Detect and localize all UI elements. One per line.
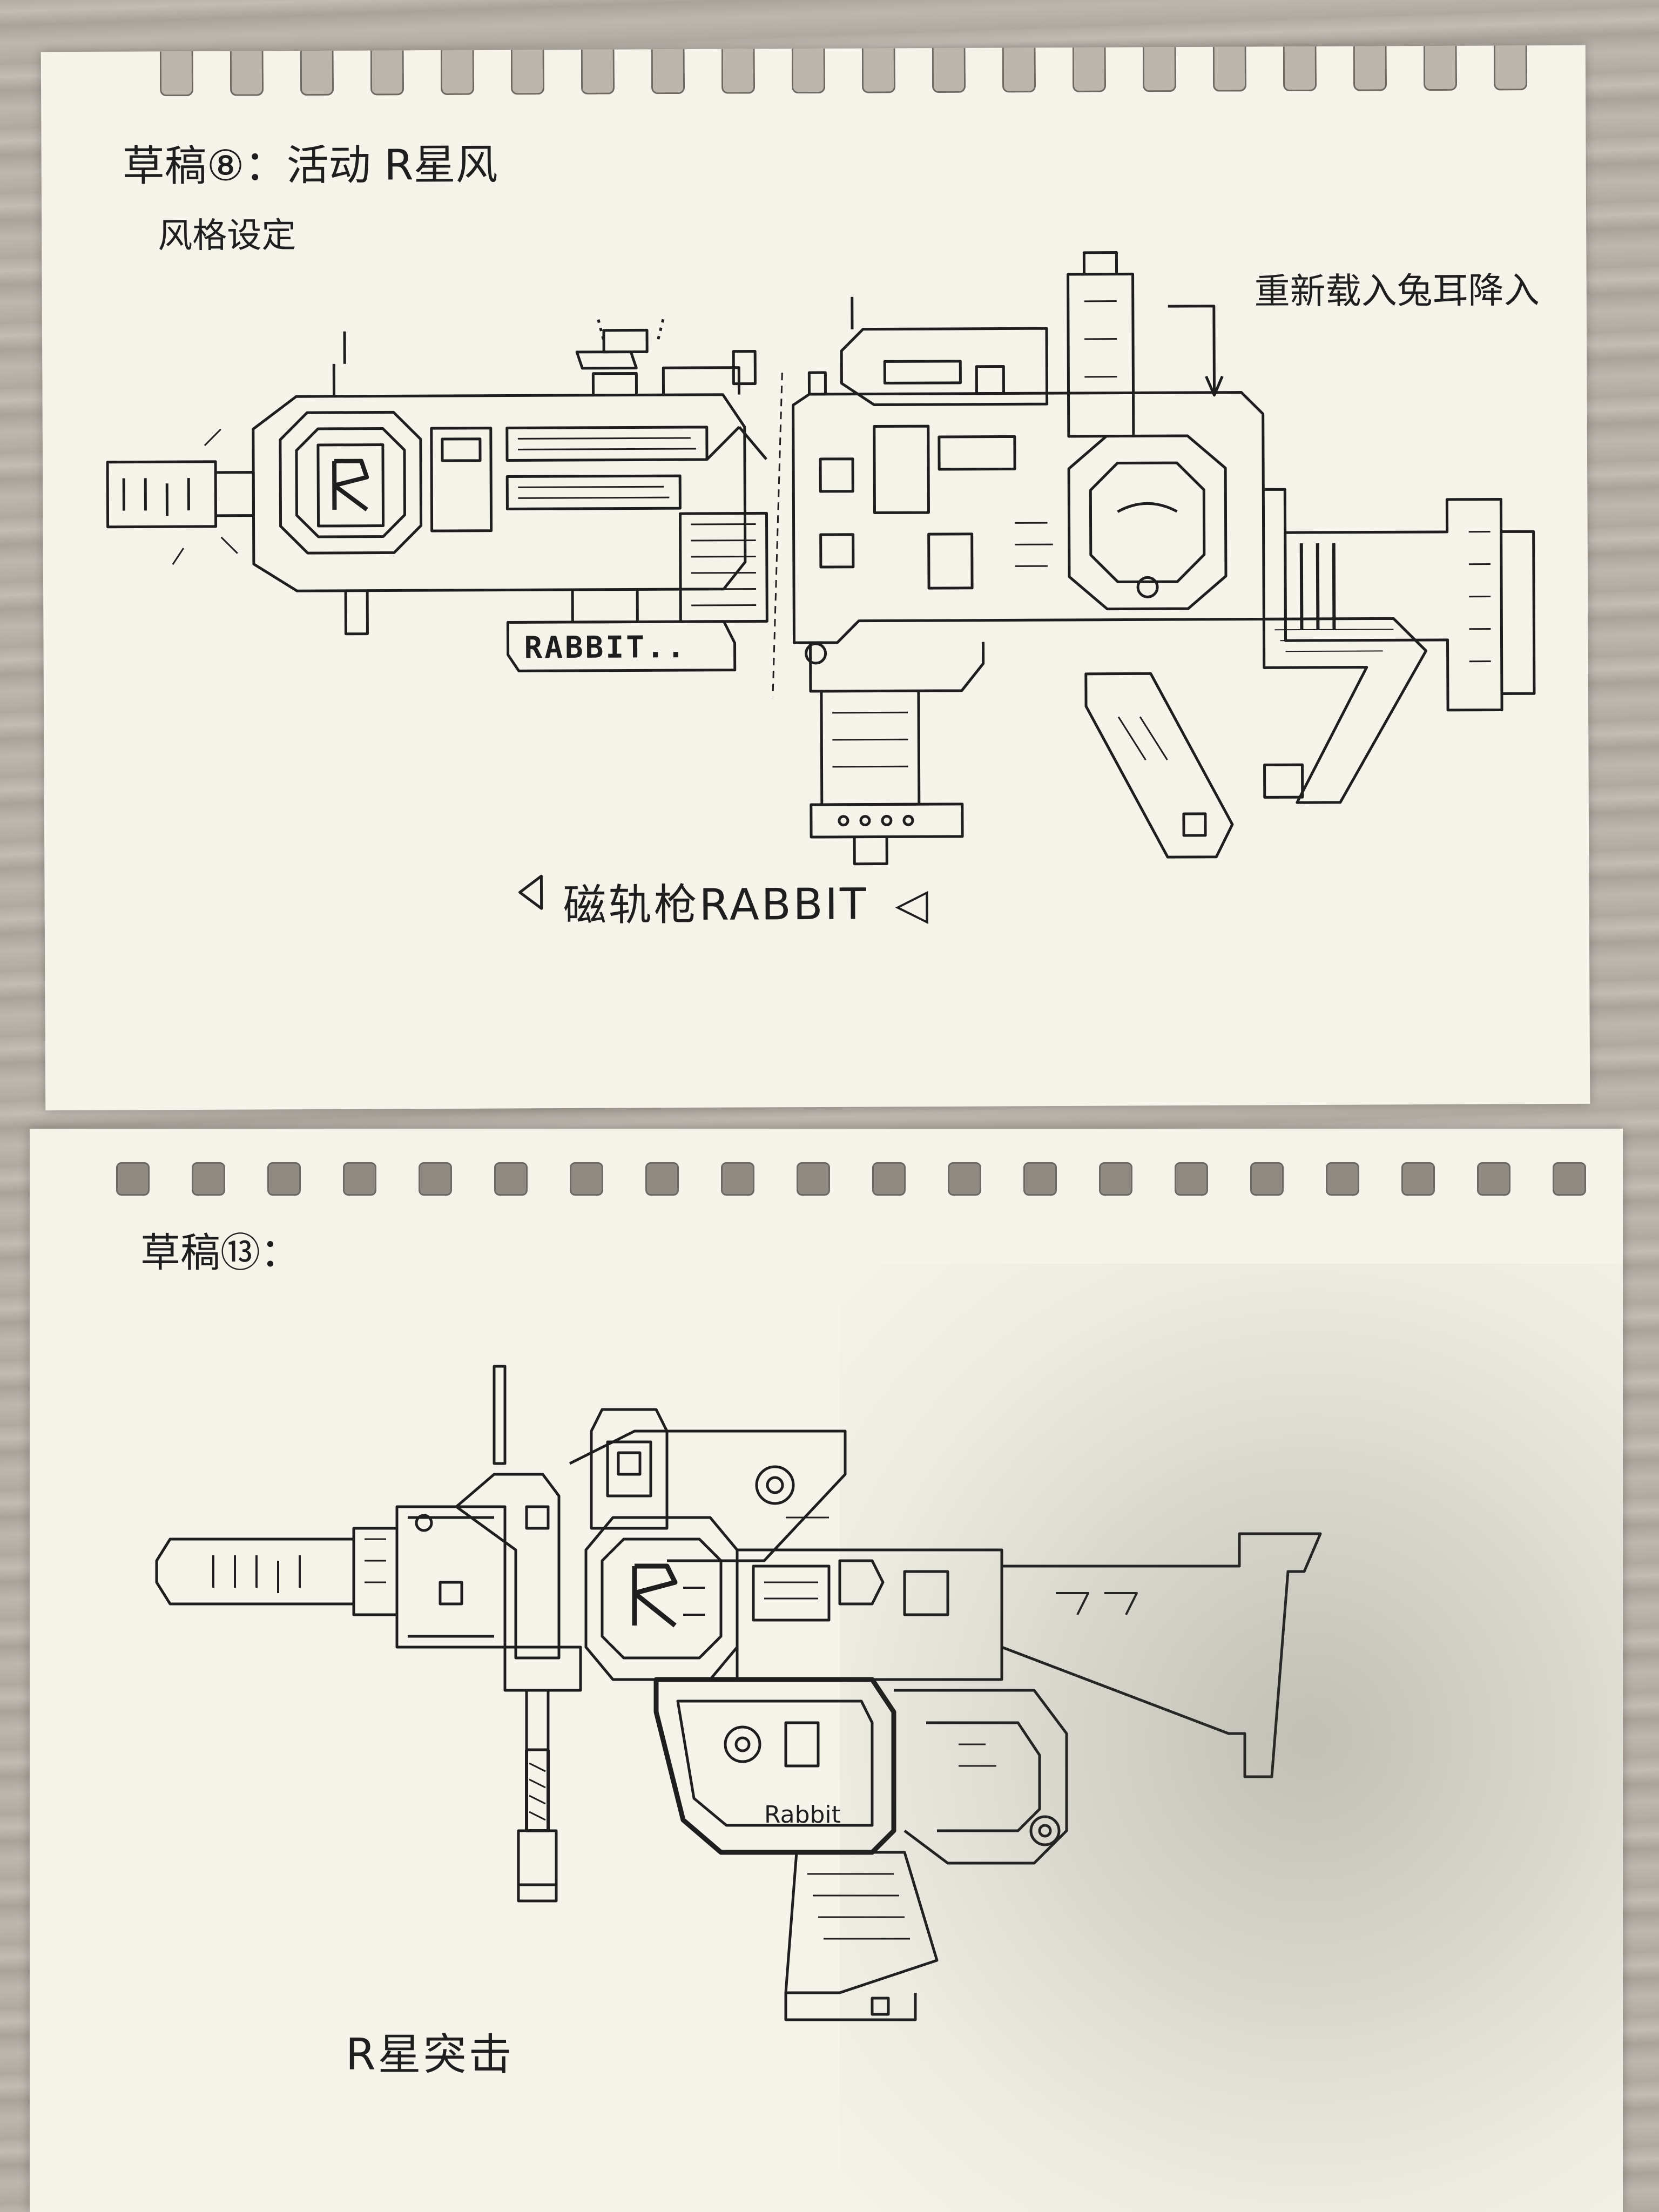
binding-hole bbox=[192, 1162, 225, 1196]
binding-hole bbox=[570, 1162, 603, 1196]
energy-coil bbox=[680, 513, 767, 622]
rabbit-badge-plate bbox=[508, 622, 734, 671]
top-sight bbox=[841, 328, 1047, 405]
caption-right-bracket: ◁ bbox=[895, 879, 931, 929]
foregrip bbox=[527, 1750, 548, 1831]
binding-hole bbox=[797, 1162, 830, 1196]
reload-ears bbox=[1068, 274, 1134, 436]
binding-hole bbox=[494, 1162, 528, 1196]
binding-hole bbox=[721, 1162, 754, 1196]
railgun-sketch bbox=[41, 45, 1590, 1110]
trigger-guard bbox=[894, 1690, 1067, 1863]
stock-lattice bbox=[1264, 618, 1426, 802]
r-emblem-front bbox=[280, 412, 421, 553]
sketchbook-page-top: 草稿⑧：活动 R星风 风格设定 重新载入兔耳降入 bbox=[41, 45, 1590, 1111]
binding-hole bbox=[1099, 1162, 1132, 1196]
binding-hole bbox=[948, 1162, 981, 1196]
r-star-assault-sketch bbox=[30, 1129, 1623, 2212]
front-grip bbox=[1086, 673, 1232, 858]
binding-hole bbox=[1401, 1162, 1435, 1196]
weapon-caption-text: 磁轨枪RABBIT bbox=[563, 879, 869, 931]
binding-hole bbox=[267, 1162, 301, 1196]
sketchbook-page-bottom: 草稿⑬： bbox=[30, 1129, 1623, 2212]
binding-hole bbox=[645, 1162, 679, 1196]
weapon-caption: R星突击 bbox=[346, 2029, 514, 2080]
binding-hole bbox=[1553, 1162, 1586, 1196]
top-rail bbox=[570, 1431, 845, 1561]
binding-hole bbox=[872, 1162, 906, 1196]
front-body bbox=[253, 395, 746, 591]
front-block bbox=[397, 1507, 505, 1647]
sketch-title: 草稿⑬： bbox=[140, 1230, 300, 1276]
binding-hole bbox=[1175, 1162, 1208, 1196]
binding-hole bbox=[343, 1162, 376, 1196]
barrel bbox=[157, 1539, 354, 1604]
magazine bbox=[786, 1852, 937, 1993]
grip-label-rabbit: Rabbit bbox=[764, 1801, 841, 1829]
reload-arrow bbox=[1168, 306, 1215, 393]
binding-hole bbox=[116, 1162, 150, 1196]
binding-hole bbox=[419, 1162, 452, 1196]
spiral-binding-holes bbox=[30, 1129, 1623, 1196]
binding-hole bbox=[1250, 1162, 1284, 1196]
rear-sight bbox=[591, 1410, 667, 1528]
binding-hole bbox=[1477, 1162, 1510, 1196]
weapon-caption: 磁轨枪RABBIT ◁ bbox=[563, 869, 930, 933]
binding-hole bbox=[1023, 1162, 1057, 1196]
receiver bbox=[737, 1550, 1002, 1680]
rabbit-badge-text: RABBIT.. bbox=[524, 630, 687, 666]
muzzle bbox=[107, 462, 216, 527]
caption-left-bracket bbox=[520, 876, 541, 908]
binding-hole bbox=[1326, 1162, 1359, 1196]
folding-stock bbox=[1002, 1534, 1320, 1777]
r-emblem-center bbox=[586, 1518, 737, 1680]
magazine-housing bbox=[821, 691, 919, 805]
